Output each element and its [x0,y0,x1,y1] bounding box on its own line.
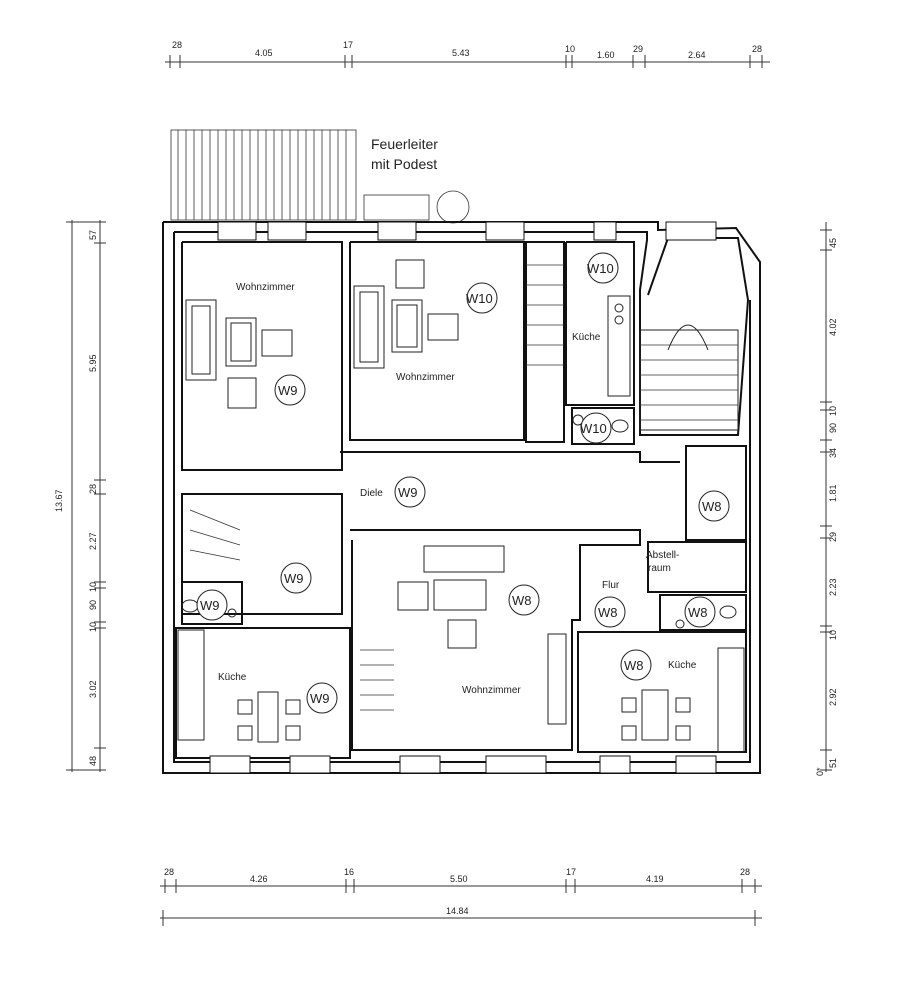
unit-w8-label: W8 [598,605,618,620]
dim-left-2: 5.95 [88,354,98,372]
dim-top-4: 5.43 [452,48,470,58]
dim-right-3: 10 [828,406,838,416]
dim-left-5: 10 [88,582,98,592]
fire-escape-label-line1: Feuerleiter [371,136,438,152]
dim-top-2: 4.05 [255,48,273,58]
dim-left-total: 13.67 [54,489,64,512]
furniture [177,259,745,753]
dim-right-10: 2.92 [828,688,838,706]
room-labels: Wohnzimmer Wohnzimmer Küche Diele Abstel… [218,282,697,696]
dim-right-1: 45 [828,238,838,248]
dim-right-5: 34 [828,448,838,458]
dim-right-12: 0* [815,767,825,776]
room-wohnzimmer-w8: Wohnzimmer [462,685,521,696]
dim-left-6: 90 [88,600,98,610]
dim-right-7: 29 [828,532,838,542]
unit-w8-label: W8 [624,658,644,673]
dim-top-9: 28 [752,44,762,54]
right-dimension-labels: 45 4.02 10 90 34 1.81 29 2.23 10 2.92 51… [815,238,838,776]
dim-right-2: 4.02 [828,318,838,336]
room-abstellraum-line2: raum [648,563,671,574]
bottom-dimension-chain [160,879,762,926]
unit-w10-label: W10 [580,421,607,436]
dim-left-9: 48 [88,756,98,766]
dim-top-7: 29 [633,44,643,54]
unit-labels: W9 W10 W10 W10 W9 W8 W9 W9 W8 W8 W8 W8 W… [200,261,722,706]
room-diele: Diele [360,488,383,499]
bottom-dimension-labels: 28 4.26 16 5.50 17 4.19 28 14.84 [164,867,750,916]
dim-right-4: 90 [828,423,838,433]
unit-w8-label: W8 [688,605,708,620]
unit-markers [196,252,730,714]
fire-escape-label-line2: mit Podest [371,156,437,172]
dim-bottom-2: 4.26 [250,874,268,884]
room-wohnzimmer-w9: Wohnzimmer [236,282,295,293]
left-dimension-labels: 13.67 57 5.95 28 2.27 10 90 10 3.02 48 [54,230,98,766]
dim-bottom-7: 28 [740,867,750,877]
top-dimension-chain [165,55,770,68]
unit-w8-label: W8 [512,593,532,608]
dim-top-6: 1.60 [597,50,615,60]
unit-w9-label: W9 [284,571,304,586]
unit-w8-label: W8 [702,499,722,514]
unit-w9-label: W9 [398,485,418,500]
unit-w9-label: W9 [278,383,298,398]
dim-bottom-3: 16 [344,867,354,877]
room-flur: Flur [602,580,620,591]
unit-w10-label: W10 [466,291,493,306]
dim-top-5: 10 [565,44,575,54]
dim-right-11: 51 [828,758,838,768]
unit-w9-label: W9 [200,598,220,613]
unit-w10-label: W10 [587,261,614,276]
interior-walls [175,241,747,759]
room-kueche-w8: Küche [668,660,697,671]
dim-top-8: 2.64 [688,50,706,60]
dim-bottom-6: 4.19 [646,874,664,884]
dim-bottom-1: 28 [164,867,174,877]
room-kueche-w10: Küche [572,332,601,343]
dim-top-3: 17 [343,40,353,50]
dim-bottom-total: 14.84 [446,906,469,916]
left-dimension-chain [66,220,106,772]
dim-left-8: 3.02 [88,680,98,698]
dim-right-9: 10 [828,630,838,640]
balcony-platform [170,129,470,224]
windows [209,221,717,774]
stairs [189,264,738,711]
room-wohnzimmer-w10: Wohnzimmer [396,372,455,383]
dim-left-7: 10 [88,622,98,632]
dim-left-3: 28 [88,484,98,494]
dim-bottom-4: 5.50 [450,874,468,884]
room-kueche-w9: Küche [218,672,247,683]
dim-right-8: 2.23 [828,578,838,596]
dim-top-1: 28 [172,40,182,50]
room-abstellraum-line1: Abstell- [646,550,679,561]
dim-left-4: 2.27 [88,532,98,550]
dim-bottom-5: 17 [566,867,576,877]
dim-left-1: 57 [88,230,98,240]
dim-right-6: 1.81 [828,484,838,502]
right-dimension-chain [820,222,832,772]
top-dimension-labels: 28 4.05 17 5.43 10 1.60 29 2.64 28 [172,40,762,60]
unit-w9-label: W9 [310,691,330,706]
